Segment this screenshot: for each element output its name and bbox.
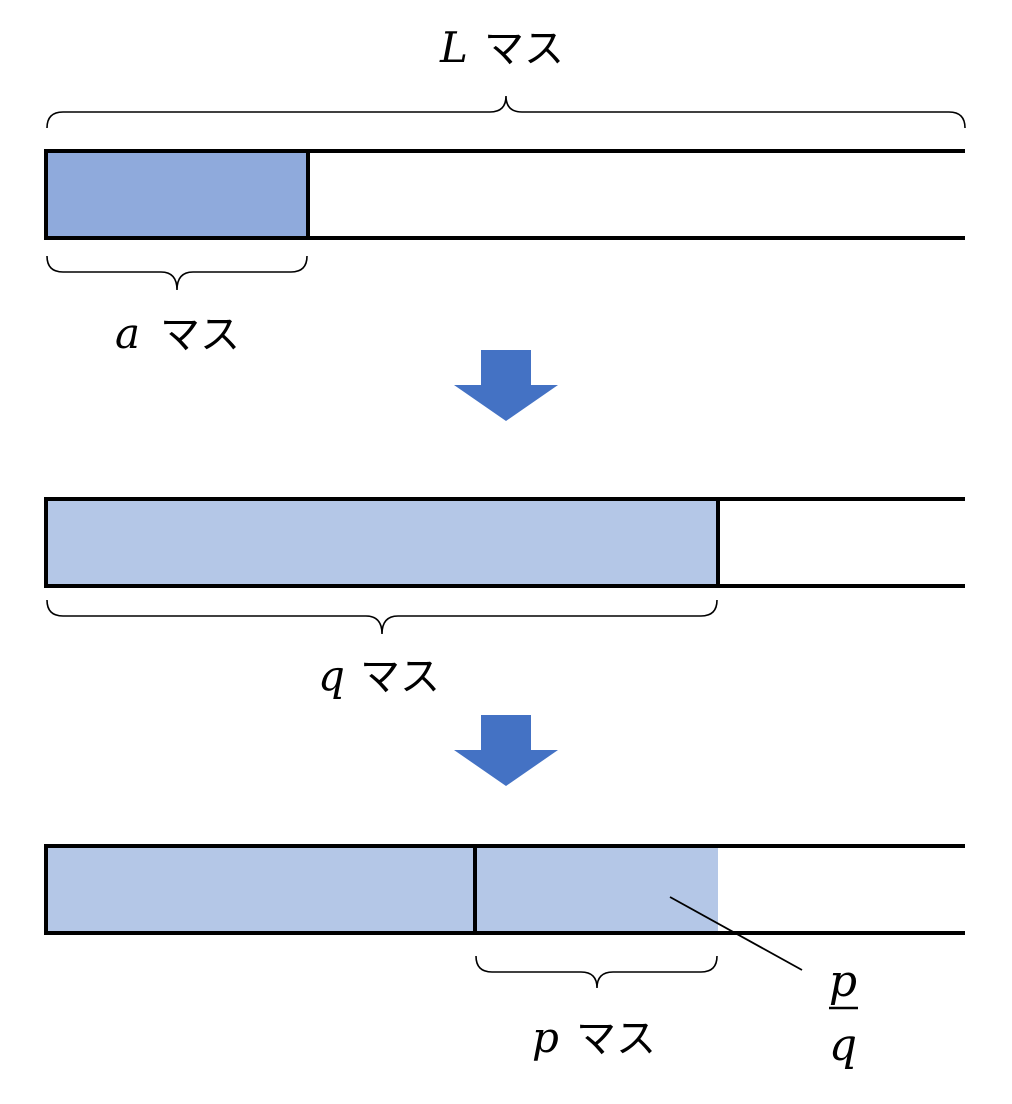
label-total-unit: マス bbox=[484, 26, 564, 72]
label-initial-var: a bbox=[115, 309, 140, 358]
label-total-var: L bbox=[439, 23, 468, 72]
fraction-label: p q bbox=[829, 956, 858, 1071]
down-arrow-icon bbox=[454, 350, 558, 421]
label-total: L マス bbox=[439, 23, 564, 72]
down-arrow-icon bbox=[454, 715, 558, 786]
label-third-var: p bbox=[532, 1013, 559, 1062]
bar-3 bbox=[44, 844, 965, 935]
brace-third bbox=[475, 955, 718, 989]
label-third: p マス bbox=[532, 1013, 656, 1062]
fraction-leader-line bbox=[669, 896, 803, 971]
label-second-unit: マス bbox=[360, 654, 440, 700]
label-second-var: q bbox=[318, 651, 345, 700]
label-second: q マス bbox=[318, 651, 440, 700]
brace-initial bbox=[46, 255, 308, 291]
label-initial-unit: マス bbox=[160, 312, 240, 358]
bar-1-filled-segment bbox=[46, 151, 308, 238]
fraction-numerator: p bbox=[829, 956, 857, 1007]
bar-1 bbox=[44, 149, 965, 240]
bar-3-filled-segment bbox=[46, 846, 718, 933]
brace-total bbox=[46, 95, 966, 129]
label-third-unit: マス bbox=[576, 1016, 656, 1062]
bar-2 bbox=[44, 497, 965, 588]
brace-second bbox=[46, 599, 718, 635]
label-initial: a マス bbox=[115, 309, 240, 358]
fraction-denominator: q bbox=[829, 1020, 857, 1071]
bar-2-filled-segment bbox=[46, 499, 718, 586]
